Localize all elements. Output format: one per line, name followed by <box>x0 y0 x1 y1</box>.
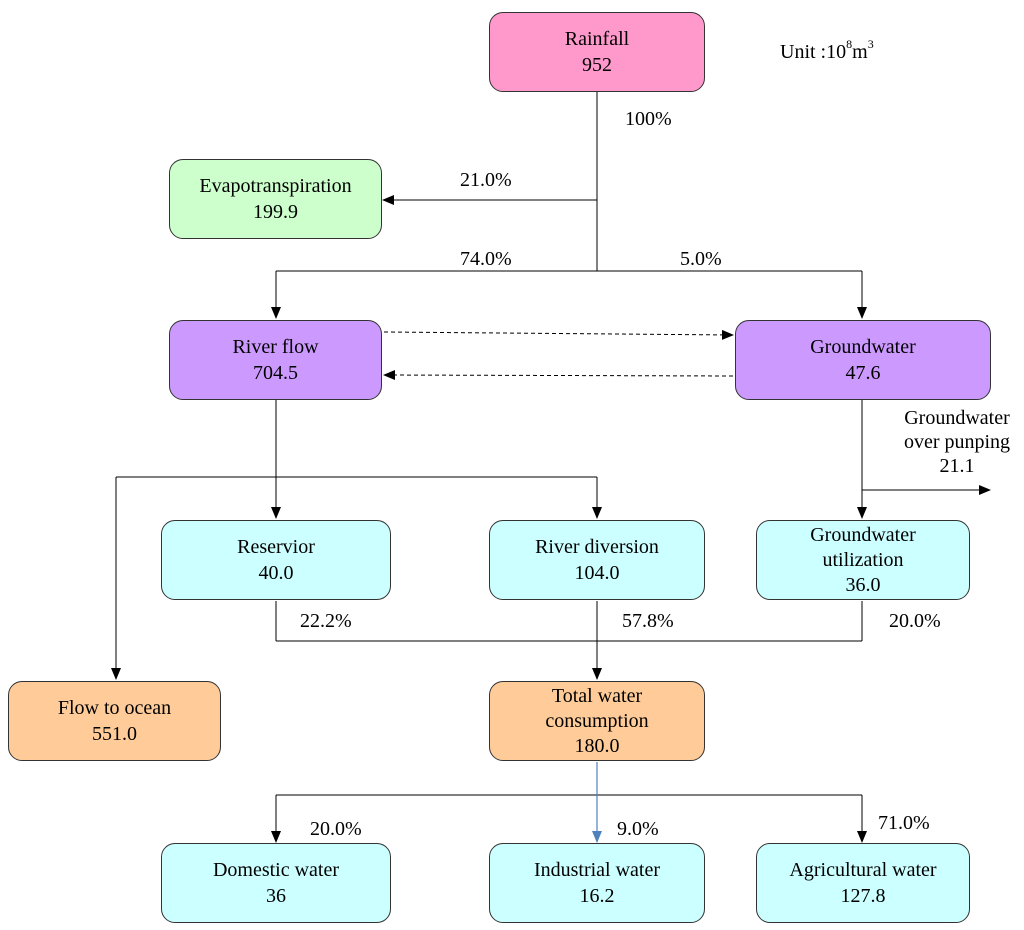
node-industrial-water: Industrial water 16.2 <box>489 843 705 923</box>
dashed-arrow-groundwater-to-river <box>383 370 734 381</box>
node-flow-to-ocean-value: 551.0 <box>92 723 137 745</box>
node-agricultural-water-value: 127.8 <box>840 885 886 907</box>
edge-label-to-agricultural: 71.0% <box>878 812 930 834</box>
node-groundwater: Groundwater 47.6 <box>735 320 991 400</box>
node-river-flow: River flow 704.5 <box>169 320 382 400</box>
edge-label-to-river-flow: 74.0% <box>460 248 512 270</box>
node-river-diversion: River diversion 104.0 <box>489 520 705 600</box>
node-total-water-consumption: Total water consumption 180.0 <box>489 681 705 761</box>
node-groundwater-label: Groundwater <box>810 336 916 358</box>
node-river-diversion-label: River diversion <box>535 536 659 558</box>
unit-exponent-2: 3 <box>867 37 874 52</box>
node-reservoir-label: Reservior <box>237 536 315 558</box>
node-groundwater-utilization-label2: utilization <box>822 548 904 571</box>
node-river-flow-label: River flow <box>232 336 319 358</box>
node-groundwater-utilization-label1: Groundwater <box>810 523 916 546</box>
edge-label-from-groundwater-utilization: 20.0% <box>889 610 941 632</box>
edge-label-to-evapotranspiration: 21.0% <box>460 169 512 191</box>
node-groundwater-value: 47.6 <box>845 362 881 384</box>
overpumping-line1: Groundwater <box>904 407 1010 429</box>
node-evapotranspiration: Evapotranspiration 199.9 <box>169 159 382 239</box>
node-rainfall: Rainfall 952 <box>489 12 705 92</box>
node-reservoir: Reservior 40.0 <box>161 520 391 600</box>
node-flow-to-ocean-label: Flow to ocean <box>57 697 172 719</box>
unit-exponent-1: 8 <box>846 37 853 52</box>
node-domestic-water-value: 36 <box>266 885 286 907</box>
overpumping-value: 21.1 <box>939 455 975 477</box>
node-reservoir-value: 40.0 <box>258 562 294 584</box>
node-domestic-water: Domestic water 36 <box>161 843 391 923</box>
node-evapotranspiration-value: 199.9 <box>253 201 298 223</box>
unit-prefix: Unit :10 <box>780 41 847 63</box>
dashed-arrow-river-to-groundwater <box>383 329 734 340</box>
node-groundwater-utilization-value: 36.0 <box>845 573 881 596</box>
overpumping-label: Groundwater over punping 21.1 <box>893 406 1021 478</box>
node-industrial-water-value: 16.2 <box>579 885 615 907</box>
node-total-water-consumption-value: 180.0 <box>574 734 620 757</box>
edge-label-rainfall-total: 100% <box>625 108 672 130</box>
edge-label-to-industrial: 9.0% <box>617 818 659 840</box>
node-river-flow-value: 704.5 <box>253 362 298 384</box>
edge-label-from-river-diversion: 57.8% <box>622 610 674 632</box>
unit-mid: m <box>852 41 868 63</box>
node-river-diversion-value: 104.0 <box>574 562 620 584</box>
node-rainfall-value: 952 <box>582 54 612 76</box>
node-rainfall-label: Rainfall <box>564 28 630 50</box>
node-groundwater-utilization: Groundwater utilization 36.0 <box>756 520 970 600</box>
node-agricultural-water-label: Agricultural water <box>789 859 937 881</box>
node-industrial-water-label: Industrial water <box>533 859 661 881</box>
node-total-water-consumption-label2: consumption <box>545 709 649 732</box>
unit-label: Unit :108m3 <box>780 37 874 64</box>
edge-label-to-domestic: 20.0% <box>310 818 362 840</box>
node-evapotranspiration-label: Evapotranspiration <box>199 175 352 197</box>
edge-label-to-groundwater: 5.0% <box>680 248 722 270</box>
overpumping-line2: over punping <box>903 431 1011 453</box>
edge-label-from-reservoir: 22.2% <box>300 610 352 632</box>
node-total-water-consumption-label1: Total water <box>551 684 643 707</box>
node-domestic-water-label: Domestic water <box>212 859 340 881</box>
node-flow-to-ocean: Flow to ocean 551.0 <box>8 681 221 761</box>
node-agricultural-water: Agricultural water 127.8 <box>756 843 970 923</box>
